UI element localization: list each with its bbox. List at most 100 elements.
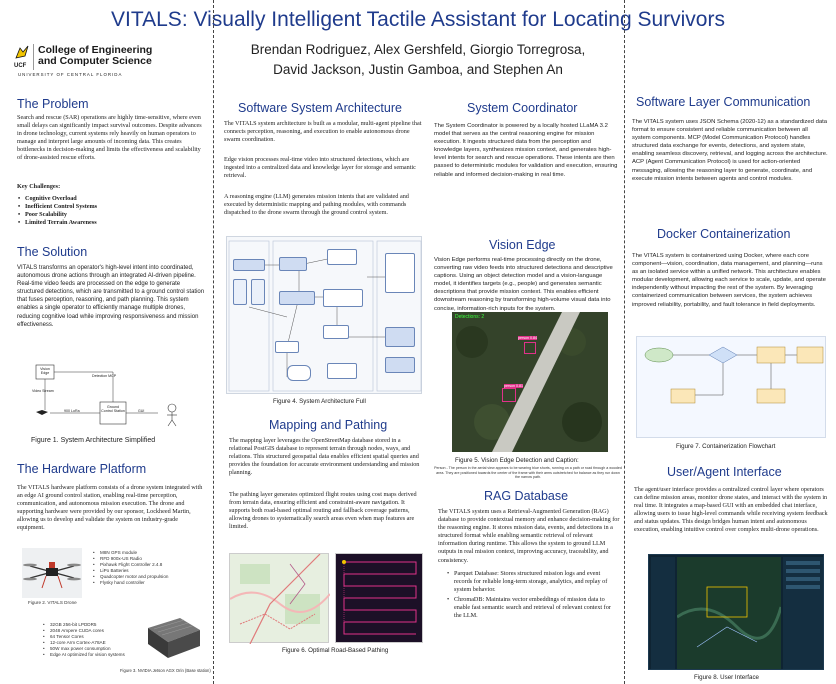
fig1-link-lora: 900 LoRa — [64, 409, 80, 413]
drone-photo — [22, 548, 82, 598]
poster-title: VITALS: Visually Intelligent Tactile Ass… — [111, 8, 725, 31]
rag-text: The VITALS system uses a Retrieval-Augme… — [438, 508, 620, 564]
challenge-item: Poor Scalability — [18, 211, 97, 219]
mapping-p2: The pathing layer generates optimized fl… — [229, 491, 417, 531]
challenges-label: Key Challenges: — [17, 183, 61, 190]
figure-7-caption: Figure 7. Containerization Flowchart — [676, 443, 776, 450]
figure-1-caption: Figure 1. System Architecture Simplified — [31, 437, 156, 444]
drone-spec-item: Pixhawk Flight Controller 2.4.8 — [93, 562, 168, 568]
jetson-spec-list: 32GB 256-bit LPDDR5 2048 Ampere CUDA cor… — [42, 622, 125, 658]
arch-node — [385, 327, 415, 347]
authors-line-2: David Jackson, Justin Gamboa, and Stephe… — [273, 62, 563, 77]
rag-bullet-parquet: Parquet Database: Stores structured miss… — [447, 570, 618, 594]
software-architecture-heading: Software System Architecture — [238, 101, 402, 115]
user-interface-screenshot — [648, 554, 824, 670]
drone-spec-item: RFD 900x-US Radio — [93, 556, 168, 562]
logo-line-2: and Computer Science — [38, 55, 152, 67]
arch-node — [385, 253, 415, 293]
fig1-link-detection: Detection MCP — [92, 374, 117, 378]
vision-aerial-image: Detections: 2 person 0.84 person 0.81 — [452, 312, 608, 452]
pegasus-icon — [14, 44, 30, 62]
challenge-item: Limited Terrain Awareness — [18, 219, 97, 227]
fig1-link-video: Video Stream — [32, 389, 54, 393]
arch-node — [233, 279, 247, 305]
fig1-link-gui: GUI — [138, 409, 145, 413]
challenge-item: Cognitive Overload — [18, 195, 97, 203]
software-layer-heading: Software Layer Communication — [636, 95, 811, 109]
figure-6-caption: Figure 6. Optimal Road-Based Pathing — [282, 647, 389, 654]
jetson-spec-item: 32GB 256-bit LPDDR5 — [43, 622, 125, 628]
jetson-spec-item: 64 Tensor Cores — [43, 634, 125, 640]
logo-line-1: College of Engineering — [38, 44, 153, 56]
drone-spec-item: M8N GPS module — [93, 550, 168, 556]
mapping-heading: Mapping and Pathing — [269, 418, 388, 432]
software-layer-text: The VITALS system uses JSON Schema (2020… — [632, 119, 828, 182]
logo-abbr: UCF — [14, 63, 27, 69]
detection-label: person 0.84 — [518, 336, 537, 340]
mapping-p1: The mapping layer leverages the OpenStre… — [229, 437, 420, 477]
vision-text: Vision Edge performs real-time processin… — [434, 257, 613, 312]
column-divider — [624, 0, 625, 684]
ui-side-panel — [651, 557, 675, 669]
interface-text: The agent/user interface provides a cent… — [634, 486, 828, 534]
column-divider — [213, 0, 214, 684]
author-list: Brendan Rodriguez, Alex Gershfeld, Giorg… — [210, 40, 626, 80]
coordinator-heading: System Coordinator — [467, 101, 578, 115]
arch-node — [323, 325, 349, 339]
ui-chat-panel — [783, 557, 823, 669]
interface-heading: User/Agent Interface — [667, 465, 782, 479]
arch-node — [251, 279, 265, 305]
drone-spec-item: Quadcopter motor and propulsion — [93, 574, 168, 580]
figure-8-caption: Figure 8. User Interface — [694, 674, 759, 681]
software-arch-p2: Edge vision processes real-time video in… — [224, 156, 416, 180]
map-road-network — [229, 553, 331, 645]
logo-separator — [33, 44, 34, 70]
arch-node — [279, 291, 315, 305]
arch-node — [233, 259, 265, 271]
docker-heading: Docker Containerization — [657, 227, 791, 241]
fig1-node-gcs: Ground Control Station — [101, 405, 125, 414]
detection-label: person 0.81 — [504, 384, 523, 388]
drone-spec-item: Flysky hand controller — [93, 580, 168, 586]
arch-node — [279, 257, 307, 271]
problem-heading: The Problem — [17, 97, 89, 111]
fig1-node-vision: Vision Edge — [40, 367, 50, 375]
hardware-heading: The Hardware Platform — [17, 462, 147, 476]
figure-1-diagram: Vision Edge Ground Control Station Detec… — [30, 362, 190, 432]
drone-spec-item: LiPo Batteries — [93, 568, 168, 574]
software-arch-p1: The VITALS system architecture is built … — [224, 120, 422, 144]
arch-node — [287, 365, 311, 381]
solution-heading: The Solution — [17, 245, 88, 259]
jetson-spec-item: Edge AI optimized for vision systems — [43, 652, 125, 658]
rag-bullet-list: Parquet Database: Stores structured miss… — [446, 570, 618, 621]
rag-bullet-chromadb: ChromaDB: Maintains vector embeddings of… — [447, 596, 618, 620]
figure-7-flowchart — [636, 336, 826, 438]
coordinator-text: The System Coordinator is powered by a l… — [434, 123, 618, 178]
authors-line-1: Brendan Rodriguez, Alex Gershfeld, Giorg… — [250, 42, 586, 57]
jetson-spec-item: 2048 Ampere CUDA cores — [43, 628, 125, 634]
figure-3-caption: Figure 3. NVIDIA Jetson AGX Orin (Base s… — [120, 668, 211, 673]
detection-count: Detections: 2 — [455, 314, 485, 320]
docker-text: The VITALS system is containerized using… — [632, 253, 826, 308]
figure-5-subcaption: Person - The person in the aerial view a… — [434, 466, 622, 480]
figure-4-diagram — [226, 236, 422, 394]
ucf-logo: UCF College of Engineering and Computer … — [14, 44, 204, 78]
arch-node — [323, 289, 363, 307]
vision-heading: Vision Edge — [489, 238, 556, 252]
jetson-spec-item: 12-core Arm Cortex-A78AE — [43, 640, 125, 646]
rag-heading: RAG Database — [484, 489, 569, 503]
arch-node — [275, 341, 299, 353]
jetson-spec-item: 50W max power consumption — [43, 646, 125, 652]
figure-2-caption: Figure 2. VITALS Drone — [28, 600, 77, 605]
figure-5-caption: Figure 5. Vision Edge Detection and Capt… — [455, 457, 579, 464]
detection-box — [502, 388, 516, 402]
arch-node — [385, 357, 415, 373]
problem-text: Search and rescue (SAR) operations are h… — [17, 114, 202, 162]
jetson-photo — [140, 612, 204, 664]
software-arch-p3: A reasoning engine (LLM) generates missi… — [224, 193, 409, 217]
challenges-list: Cognitive Overload Inefficient Control S… — [17, 195, 97, 227]
figure-4-caption: Figure 4. System Architecture Full — [273, 398, 366, 405]
ui-map-panel — [676, 557, 783, 669]
logo-line-3: UNIVERSITY OF CENTRAL FLORIDA — [18, 72, 123, 77]
drone-spec-list: M8N GPS module RFD 900x-US Radio Pixhawk… — [92, 550, 168, 586]
